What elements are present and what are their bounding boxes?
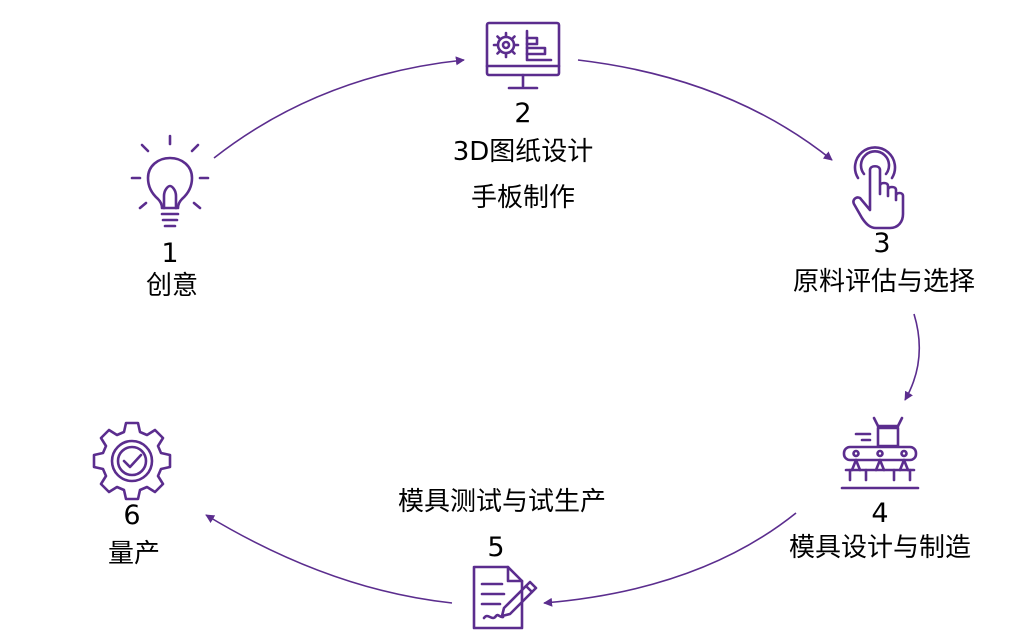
conveyor-robot-icon bbox=[840, 416, 920, 490]
monitor-gear-icon bbox=[485, 21, 561, 90]
step-6-number: 6 bbox=[123, 500, 141, 531]
document-signing-icon bbox=[472, 565, 538, 630]
step-2-number: 2 bbox=[514, 98, 532, 129]
step-5-number: 5 bbox=[487, 532, 505, 563]
step-2-label-line2: 手板制作 bbox=[470, 183, 576, 213]
step-1-number: 1 bbox=[161, 238, 179, 269]
gear-check-icon bbox=[92, 421, 172, 501]
step-4-number: 4 bbox=[871, 498, 889, 529]
step-1-label: 创意 bbox=[145, 271, 199, 301]
step-2-label-line1: 3D图纸设计 bbox=[452, 137, 594, 167]
arrow-1-to-2 bbox=[213, 56, 465, 159]
step-5-label: 模具测试与试生产 bbox=[397, 487, 607, 517]
arrow-5-to-6 bbox=[205, 514, 453, 604]
cycle-arrows bbox=[205, 56, 921, 607]
step-3-label: 原料评估与选择 bbox=[792, 267, 976, 297]
arrow-3-to-4 bbox=[904, 313, 921, 401]
arrow-4-to-5 bbox=[543, 512, 797, 607]
arrow-2-to-3 bbox=[577, 59, 833, 161]
hand-touch-icon bbox=[852, 146, 905, 230]
step-3-number: 3 bbox=[873, 228, 891, 259]
step-6-label: 量产 bbox=[107, 539, 161, 569]
lightbulb-icon bbox=[130, 134, 210, 228]
step-4-label: 模具设计与制造 bbox=[788, 533, 972, 563]
